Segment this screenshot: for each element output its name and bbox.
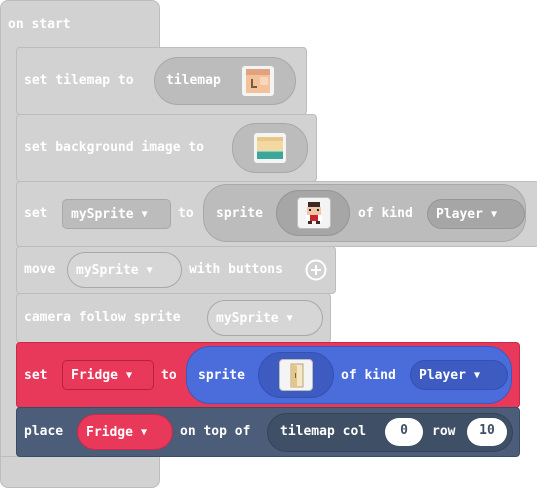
variable-name: mySprite bbox=[71, 206, 134, 222]
move-variable-dropdown[interactable]: mySprite ▼ bbox=[67, 252, 182, 288]
row-label: row bbox=[432, 424, 456, 439]
to-label: to bbox=[178, 206, 194, 221]
place-label: place bbox=[24, 424, 64, 439]
chevron-down-icon: ▼ bbox=[140, 426, 147, 438]
player-sprite-thumbnail[interactable] bbox=[297, 197, 331, 229]
plus-circle-icon[interactable] bbox=[305, 259, 327, 281]
move-label: move bbox=[24, 262, 56, 277]
set-label: set bbox=[24, 206, 48, 221]
fridge-sprite-icon bbox=[290, 363, 304, 388]
kind-dropdown[interactable]: Player ▼ bbox=[427, 199, 525, 229]
player-sprite-icon bbox=[306, 202, 322, 224]
mysprite-variable-dropdown[interactable]: mySprite ▼ bbox=[62, 199, 171, 229]
variable-name: Fridge bbox=[71, 367, 118, 383]
set-tilemap-label: set tilemap to bbox=[24, 73, 134, 88]
to-label: to bbox=[161, 368, 177, 383]
on-top-of-label: on top of bbox=[180, 424, 251, 439]
of-kind-label: of kind bbox=[358, 206, 413, 221]
on-start-footer bbox=[0, 456, 160, 488]
camera-follow-label: camera follow sprite bbox=[24, 310, 181, 325]
chevron-down-icon: ▼ bbox=[490, 208, 497, 220]
kind-value: Player bbox=[419, 367, 466, 383]
chevron-down-icon: ▼ bbox=[473, 369, 480, 381]
place-variable-dropdown[interactable]: Fridge ▼ bbox=[77, 414, 173, 450]
tilemap-picker-label: tilemap bbox=[166, 73, 221, 88]
background-thumbnail[interactable] bbox=[253, 132, 287, 164]
on-start-label: on start bbox=[8, 17, 71, 32]
tilemap-col-label: tilemap col bbox=[280, 424, 367, 439]
sprite-label: sprite bbox=[216, 206, 263, 221]
kind-dropdown[interactable]: Player ▼ bbox=[410, 360, 508, 390]
chevron-down-icon: ▼ bbox=[141, 208, 148, 220]
of-kind-label: of kind bbox=[341, 368, 396, 383]
on-start-block[interactable] bbox=[0, 0, 160, 48]
chevron-down-icon: ▼ bbox=[125, 369, 132, 381]
with-buttons-label: with buttons bbox=[189, 262, 283, 277]
variable-name: mySprite bbox=[216, 310, 279, 326]
sprite-label: sprite bbox=[198, 368, 245, 383]
kind-value: Player bbox=[436, 206, 483, 222]
on-start-body bbox=[0, 44, 18, 464]
fridge-sprite-thumbnail[interactable] bbox=[279, 359, 313, 391]
set-background-label: set background image to bbox=[24, 140, 205, 155]
tilemap-image-icon bbox=[246, 69, 270, 93]
col-input[interactable]: 0 bbox=[385, 418, 423, 446]
fridge-variable-dropdown[interactable]: Fridge ▼ bbox=[62, 360, 154, 390]
set-label: set bbox=[24, 368, 48, 383]
tilemap-thumbnail[interactable] bbox=[241, 65, 275, 97]
variable-name: Fridge bbox=[86, 424, 133, 440]
variable-name: mySprite bbox=[76, 262, 139, 278]
chevron-down-icon: ▼ bbox=[146, 264, 153, 276]
chevron-down-icon: ▼ bbox=[286, 312, 293, 324]
background-image-icon bbox=[257, 137, 283, 159]
camera-variable-dropdown[interactable]: mySprite ▼ bbox=[207, 300, 323, 336]
row-input[interactable]: 10 bbox=[467, 418, 507, 446]
